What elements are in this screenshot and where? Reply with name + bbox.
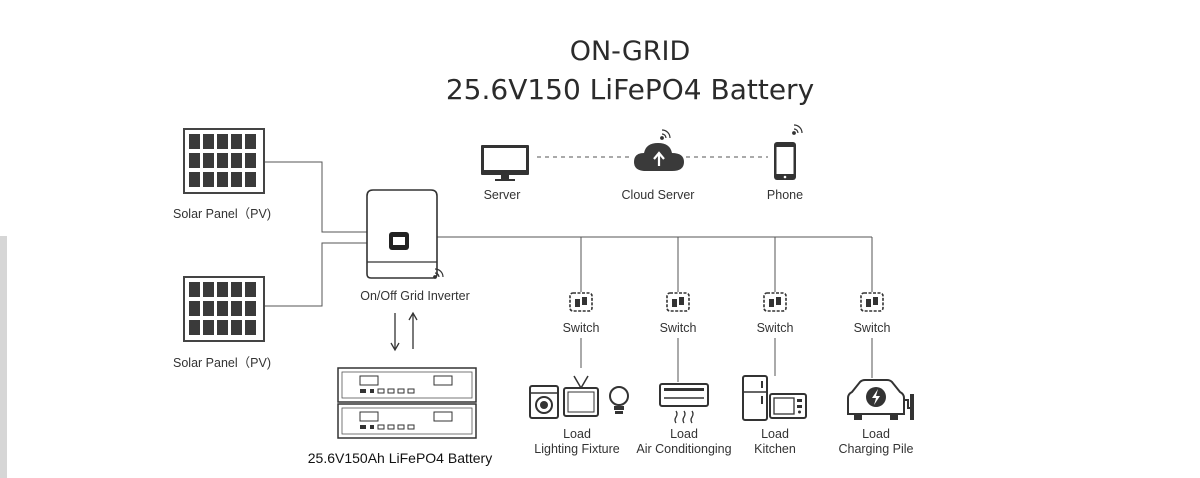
load-title: Load	[670, 427, 698, 441]
solar-panel-icon	[183, 276, 265, 342]
switch-label: Switch	[659, 321, 697, 335]
switch-icon	[763, 292, 787, 312]
ev-charger-icon	[847, 379, 914, 420]
light-bulb-icon	[609, 386, 629, 414]
battery-icon	[337, 367, 477, 439]
load-subtitle: Charging Pile	[838, 442, 914, 456]
wifi-icon	[792, 124, 803, 135]
server-label: Server	[483, 188, 521, 202]
battery-label: 25.6V150Ah LiFePO4 Battery	[307, 450, 493, 466]
load-kitchen: Load Kitchen	[735, 427, 815, 457]
load-title: Load	[862, 427, 890, 441]
solar-panel-label: Solar Panel（PV)	[173, 356, 271, 370]
wires	[264, 156, 873, 382]
solar-panel-label: Solar Panel（PV)	[173, 207, 271, 221]
wifi-icon	[433, 268, 444, 279]
load-subtitle: Kitchen	[754, 442, 796, 456]
flow-arrows	[390, 311, 418, 352]
switch-icon	[666, 292, 690, 312]
monitor-icon	[481, 145, 529, 181]
inverter-label: On/Off Grid Inverter	[360, 289, 470, 303]
switch-icon	[860, 292, 884, 312]
solar-panel-icon	[183, 128, 265, 194]
load-air-conditioning: Load Air Conditionging	[624, 427, 744, 457]
load-lighting: Load Lighting Fixture	[517, 427, 637, 457]
microwave-icon	[769, 393, 807, 419]
left-edge-bar	[0, 236, 7, 478]
washing-machine-icon	[529, 385, 559, 419]
phone-label: Phone	[766, 188, 804, 202]
tv-icon	[563, 375, 599, 417]
cloud-server-label: Cloud Server	[621, 188, 695, 202]
load-title: Load	[761, 427, 789, 441]
switch-label: Switch	[756, 321, 794, 335]
load-subtitle: Air Conditionging	[636, 442, 732, 456]
switch-label: Switch	[562, 321, 600, 335]
switch-icon	[569, 292, 593, 312]
diagram-title: ON-GRID	[569, 36, 691, 67]
inverter-icon	[366, 189, 438, 279]
wifi-icon	[660, 129, 671, 140]
load-charging-pile: Load Charging Pile	[826, 427, 926, 457]
load-subtitle: Lighting Fixture	[534, 442, 620, 456]
load-title: Load	[563, 427, 591, 441]
diagram-subtitle: 25.6V150 LiFePO4 Battery	[445, 73, 815, 106]
smartphone-icon	[774, 142, 796, 180]
cloud-upload-icon	[634, 143, 684, 171]
switch-label: Switch	[853, 321, 891, 335]
air-conditioner-icon	[659, 383, 709, 424]
refrigerator-icon	[742, 375, 768, 421]
